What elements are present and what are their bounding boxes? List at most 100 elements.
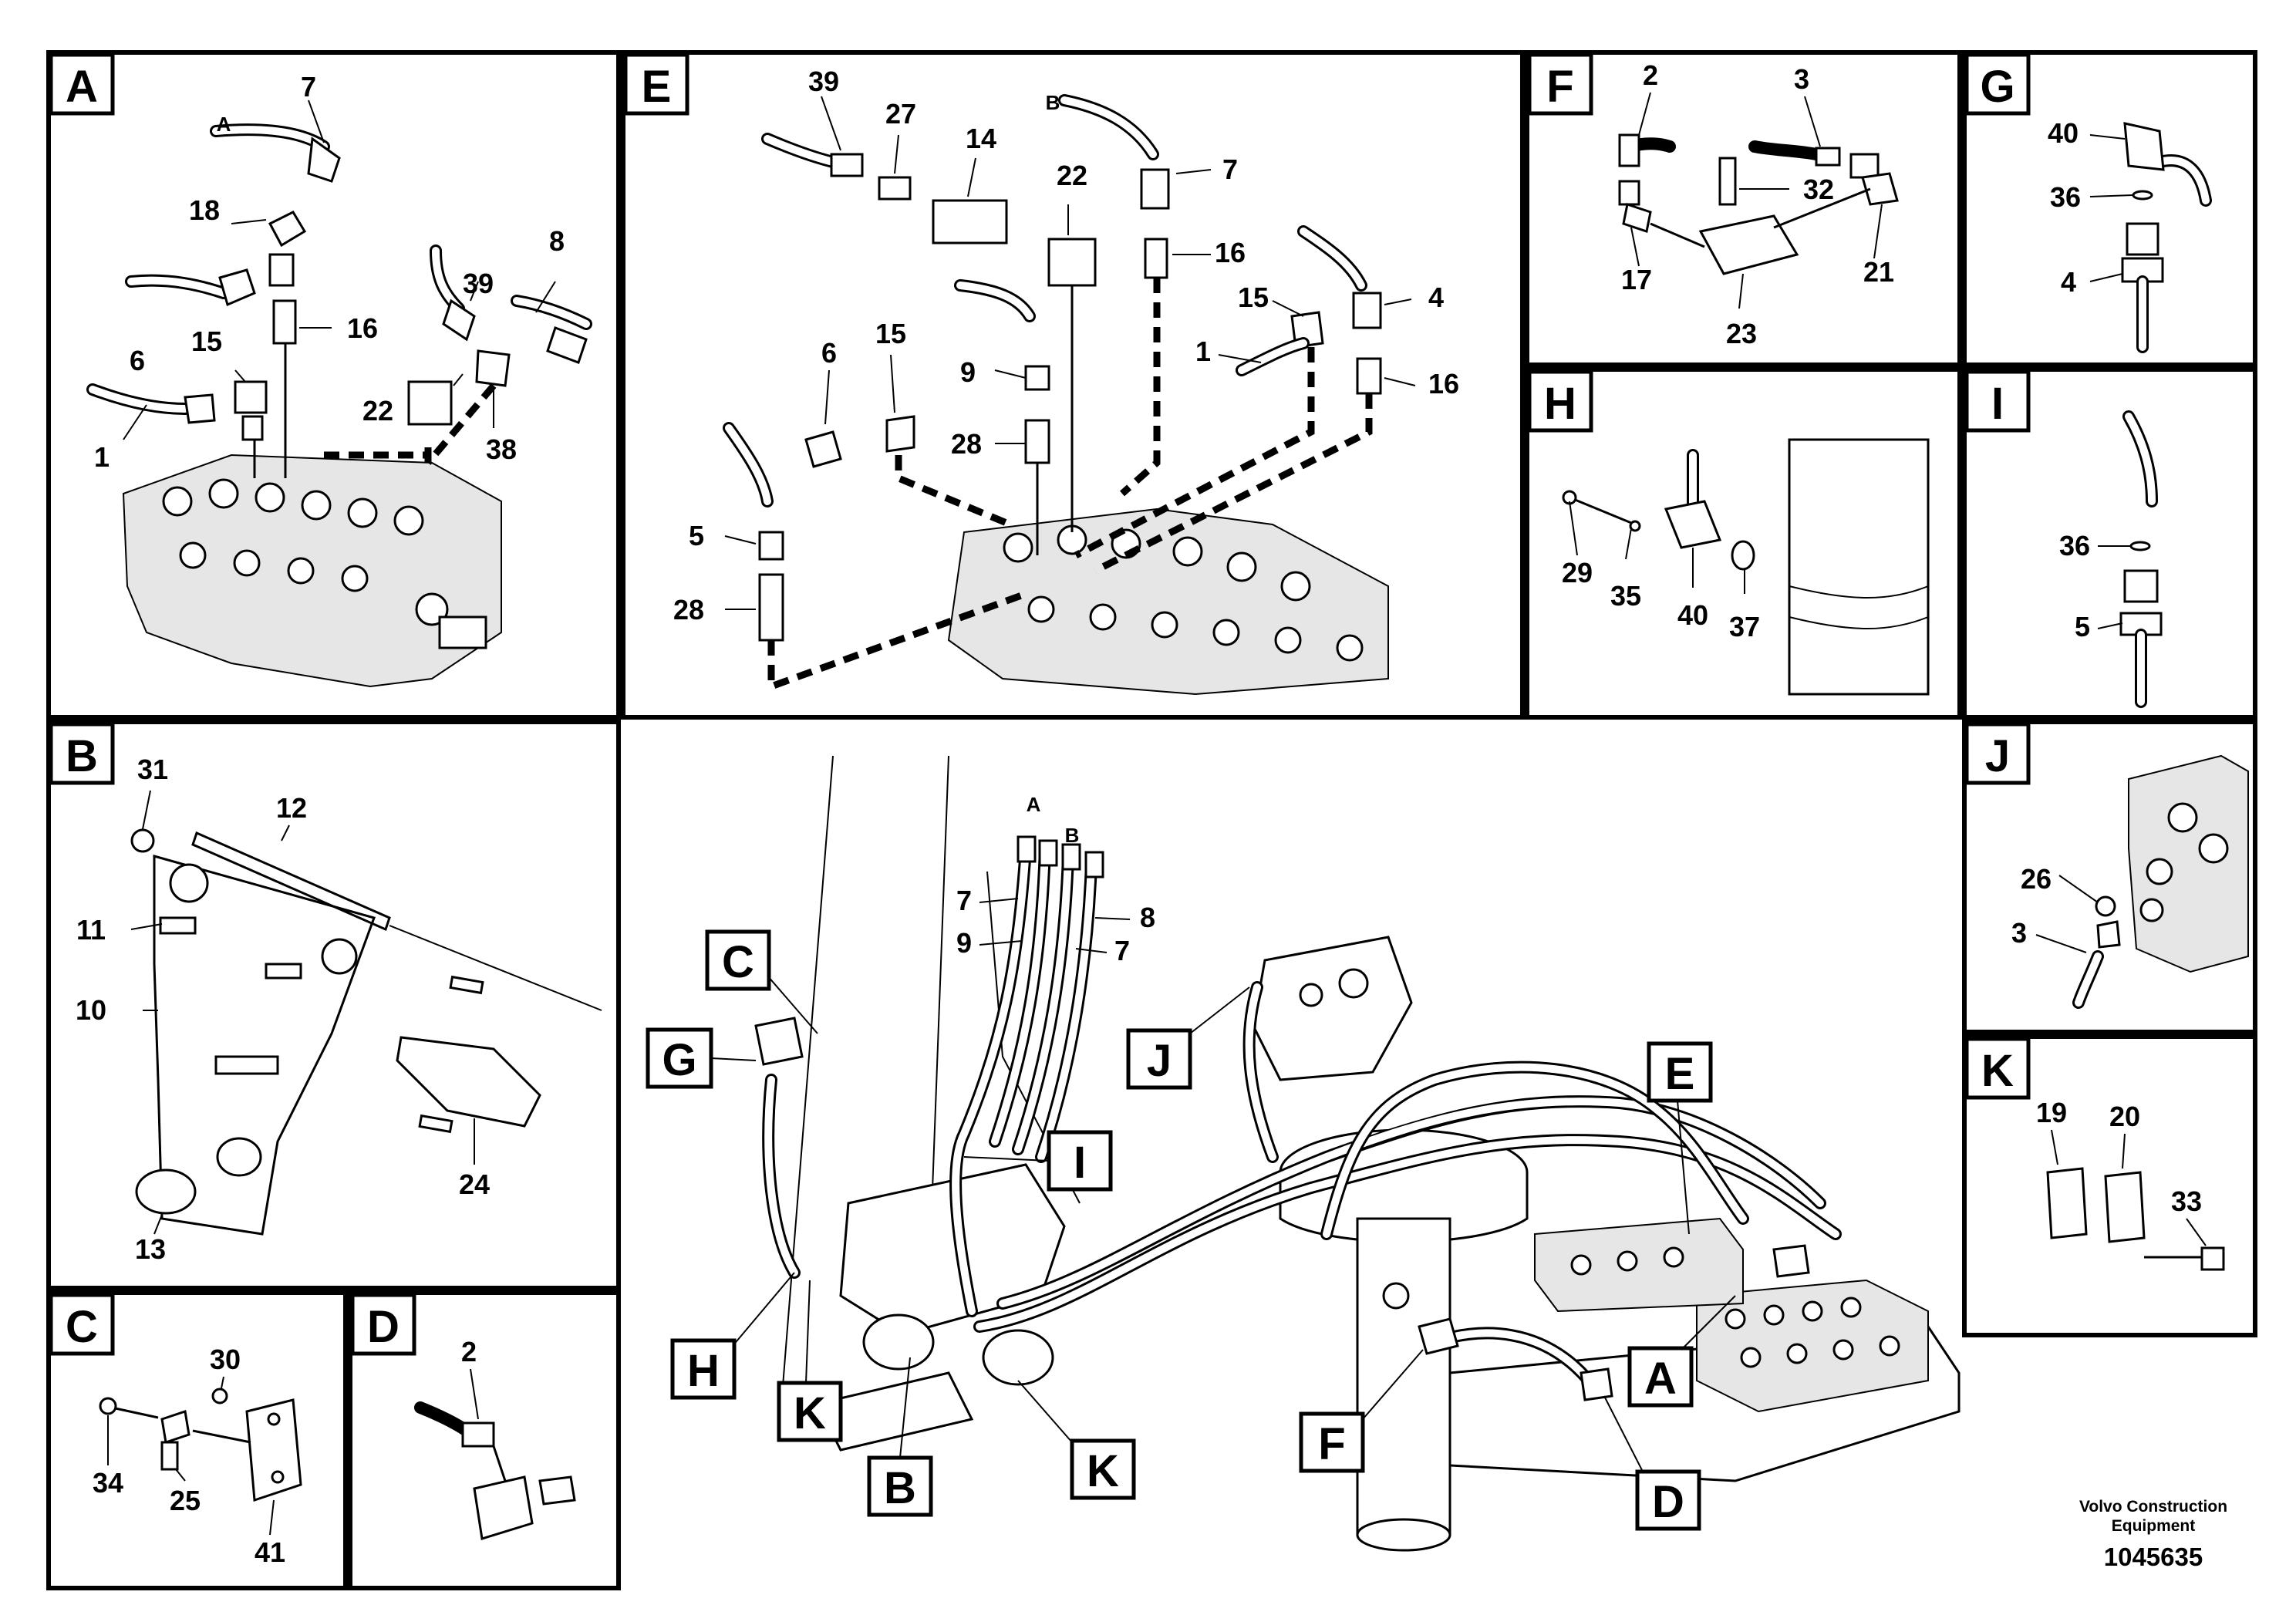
callout-j: J bbox=[1126, 986, 1250, 1090]
label-e-14: 14 bbox=[966, 123, 996, 154]
svg-text:E: E bbox=[1665, 1049, 1695, 1099]
doc-number: 1045635 bbox=[2104, 1543, 2203, 1571]
panel-c: C 30 34 25 41 bbox=[49, 1293, 302, 1568]
label-c-30: 30 bbox=[210, 1344, 241, 1375]
label-a-6: 6 bbox=[130, 345, 145, 376]
label-a-38: 38 bbox=[486, 433, 517, 465]
label-e-7: 7 bbox=[1222, 153, 1238, 185]
main-overview: A B 7 9 8 7 C G I J E bbox=[646, 755, 1961, 1552]
panel-b: B 31 12 11 10 24 13 bbox=[49, 722, 602, 1265]
panel-h-letter: H bbox=[1544, 379, 1576, 429]
svg-text:G: G bbox=[662, 1035, 696, 1085]
label-a-7: 7 bbox=[301, 71, 316, 103]
callout-f: F bbox=[1299, 1349, 1424, 1473]
main-hose-label-7: 7 bbox=[956, 885, 972, 916]
label-e-15b: 15 bbox=[1238, 282, 1269, 313]
label-e-1: 1 bbox=[1195, 336, 1211, 367]
label-e-28b: 28 bbox=[673, 594, 704, 626]
panel-a-letter: A bbox=[66, 62, 98, 112]
svg-text:F: F bbox=[1318, 1419, 1345, 1469]
label-k-33: 33 bbox=[2171, 1185, 2202, 1217]
label-c-41: 41 bbox=[255, 1536, 285, 1568]
label-f-21: 21 bbox=[1863, 256, 1894, 288]
label-a-39: 39 bbox=[463, 268, 494, 299]
panel-d-letter: D bbox=[367, 1302, 400, 1352]
svg-text:H: H bbox=[687, 1346, 720, 1396]
label-a-hose-end: A bbox=[217, 113, 231, 136]
label-e-39: 39 bbox=[808, 66, 839, 97]
main-hose-end-a: A bbox=[1027, 793, 1041, 816]
label-b-24: 24 bbox=[459, 1168, 490, 1200]
panel-k-letter: K bbox=[1981, 1046, 2014, 1096]
label-k-19: 19 bbox=[2036, 1097, 2067, 1128]
label-j-26: 26 bbox=[2021, 863, 2052, 895]
label-h-35: 35 bbox=[1610, 580, 1641, 612]
label-e-28: 28 bbox=[951, 428, 982, 460]
panel-f-letter: F bbox=[1546, 62, 1573, 112]
label-e-27: 27 bbox=[885, 98, 916, 130]
label-b-10: 10 bbox=[76, 994, 106, 1026]
callout-e: E bbox=[1647, 1041, 1713, 1235]
label-e-16b: 16 bbox=[1428, 368, 1459, 400]
label-g-40: 40 bbox=[2048, 117, 2079, 149]
label-e-5: 5 bbox=[689, 520, 704, 551]
label-e-6: 6 bbox=[821, 337, 837, 369]
svg-text:I: I bbox=[1074, 1138, 1086, 1188]
label-e-4: 4 bbox=[1428, 282, 1444, 313]
panel-e: E bbox=[623, 52, 1459, 696]
svg-text:A: A bbox=[1644, 1354, 1677, 1404]
label-b-11: 11 bbox=[76, 914, 106, 946]
svg-text:K: K bbox=[1087, 1446, 1119, 1496]
label-a-22: 22 bbox=[362, 395, 393, 427]
panel-g-letter: G bbox=[1980, 62, 2014, 112]
valve-block-ports bbox=[1003, 524, 1364, 662]
label-a-15: 15 bbox=[191, 325, 222, 357]
label-c-34: 34 bbox=[93, 1467, 123, 1499]
svg-text:D: D bbox=[1652, 1477, 1684, 1527]
panel-a: A 7 A bbox=[49, 52, 592, 688]
label-f-3: 3 bbox=[1794, 63, 1809, 95]
callout-c: C bbox=[705, 929, 818, 1034]
panel-g: G 40 36 4 bbox=[1964, 52, 2212, 353]
panel-j: J 26 3 bbox=[1964, 722, 2249, 1009]
main-hose-label-9: 9 bbox=[956, 927, 972, 959]
label-b-12: 12 bbox=[276, 792, 307, 824]
svg-text:J: J bbox=[1147, 1036, 1172, 1086]
callout-k-left: K bbox=[777, 1280, 843, 1442]
brand-line-1: Volvo Construction bbox=[2079, 1498, 2227, 1516]
callout-h: H bbox=[670, 1272, 795, 1400]
panel-i-letter: I bbox=[1991, 379, 2004, 429]
label-e-16: 16 bbox=[1215, 237, 1246, 268]
label-h-40: 40 bbox=[1677, 599, 1708, 631]
main-hose-label-7b: 7 bbox=[1114, 935, 1130, 966]
panel-c-letter: C bbox=[66, 1302, 98, 1352]
callout-a: A bbox=[1627, 1295, 1736, 1408]
footer: Volvo Construction Equipment 1045635 bbox=[2079, 1498, 2227, 1571]
label-f-32: 32 bbox=[1803, 174, 1834, 205]
label-a-1: 1 bbox=[94, 441, 110, 473]
panel-i: I 36 5 bbox=[1964, 369, 2163, 708]
panel-f: F 2 3 32 17 21 23 bbox=[1527, 52, 1899, 349]
label-b-31: 31 bbox=[137, 754, 168, 785]
main-hose-end-b: B bbox=[1065, 824, 1080, 847]
label-e-hose-end: B bbox=[1046, 91, 1060, 114]
panel-e-letter: E bbox=[642, 62, 672, 112]
callout-d: D bbox=[1603, 1395, 1701, 1531]
label-k-20: 20 bbox=[2109, 1101, 2140, 1132]
label-g-4: 4 bbox=[2061, 266, 2076, 298]
panel-b-letter: B bbox=[66, 731, 98, 781]
label-j-3: 3 bbox=[2011, 917, 2027, 949]
label-h-37: 37 bbox=[1729, 611, 1760, 642]
label-f-23: 23 bbox=[1726, 318, 1757, 349]
label-b-13: 13 bbox=[135, 1233, 166, 1265]
label-a-18: 18 bbox=[189, 194, 220, 226]
label-e-22: 22 bbox=[1057, 160, 1087, 191]
label-h-29: 29 bbox=[1562, 557, 1593, 588]
label-a-8: 8 bbox=[549, 225, 565, 257]
label-f-2: 2 bbox=[1643, 59, 1658, 91]
panel-k: K 19 20 33 bbox=[1964, 1037, 2225, 1271]
brand-line-2: Equipment bbox=[2112, 1517, 2196, 1535]
panel-h: H 29 35 40 37 bbox=[1527, 369, 1930, 696]
callout-k-right: K bbox=[1017, 1380, 1136, 1500]
